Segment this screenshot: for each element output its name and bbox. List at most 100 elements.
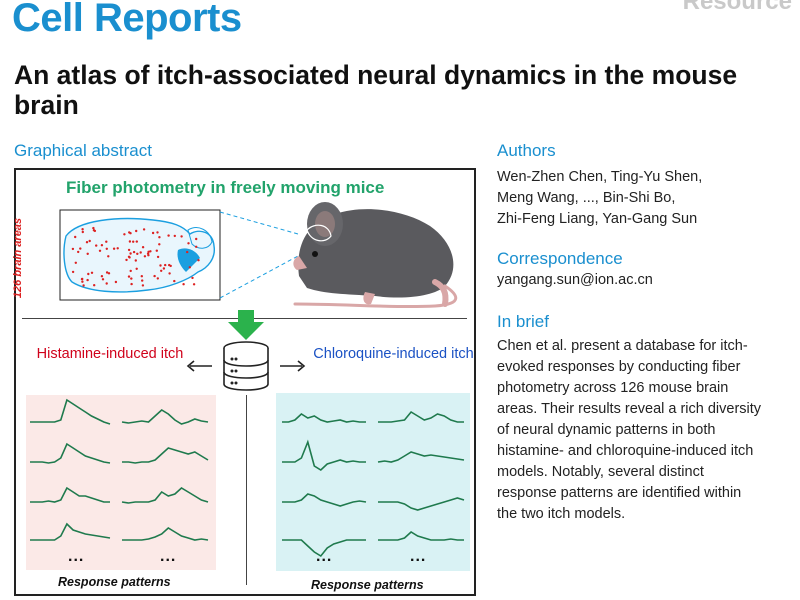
histamine-caption: Response patterns bbox=[58, 575, 171, 589]
recording-site-dot bbox=[127, 248, 131, 252]
recording-site-dot bbox=[147, 254, 150, 257]
recording-site-dot bbox=[100, 275, 104, 278]
recording-site-dot bbox=[107, 255, 110, 258]
authors-list: Wen-Zhen Chen, Ting-Yu Shen, Meng Wang, … bbox=[497, 167, 702, 230]
recording-site-dot bbox=[162, 267, 166, 270]
recording-site-dot bbox=[195, 245, 198, 248]
article-type-label: Resource bbox=[682, 0, 792, 15]
recording-site-dot bbox=[87, 272, 90, 276]
mouse-nose bbox=[293, 256, 307, 270]
recording-site-dot bbox=[81, 280, 84, 283]
recording-site-dot bbox=[158, 236, 161, 239]
recording-site-dot bbox=[132, 240, 135, 243]
in-brief-line: evoked responses by conducting fiber bbox=[497, 359, 741, 375]
mouse-paw bbox=[363, 292, 375, 305]
database-icon bbox=[223, 341, 269, 391]
recording-site-dot bbox=[100, 244, 104, 247]
recording-site-dot bbox=[101, 278, 105, 281]
in-brief-line: the two itch models. bbox=[497, 506, 626, 522]
recording-site-dot bbox=[142, 228, 146, 231]
recording-site-dot bbox=[92, 226, 95, 230]
recording-site-dot bbox=[81, 230, 84, 234]
article-title: An atlas of itch-associated neural dynam… bbox=[14, 60, 738, 120]
journal-name: Cell Reports bbox=[12, 0, 242, 40]
recording-site-dot bbox=[156, 231, 159, 234]
mouse-tail bbox=[293, 284, 458, 309]
brain-outline bbox=[63, 217, 215, 293]
recording-site-dot bbox=[130, 282, 133, 286]
mouse-illustration bbox=[293, 202, 458, 309]
recording-sites bbox=[71, 226, 200, 287]
recording-site-dot bbox=[141, 279, 144, 282]
more-patterns-ellipsis: ... bbox=[68, 548, 85, 565]
recording-site-dot bbox=[129, 252, 132, 255]
recording-site-dot bbox=[71, 270, 75, 274]
recording-site-dot bbox=[129, 269, 132, 273]
recording-site-dot bbox=[188, 266, 191, 269]
recording-site-dot bbox=[71, 247, 75, 251]
in-brief-line: models. Notably, several distinct bbox=[497, 464, 704, 480]
recording-site-dot bbox=[82, 284, 85, 287]
mouse-leg bbox=[432, 279, 449, 307]
authors-line: Wen-Zhen Chen, Ting-Yu Shen, bbox=[497, 169, 703, 185]
recording-site-dot bbox=[191, 276, 194, 280]
more-patterns-ellipsis: ... bbox=[316, 548, 333, 565]
in-brief-text: Chen et al. present a database for itch-… bbox=[497, 336, 761, 525]
recording-site-dot bbox=[92, 229, 96, 232]
chloroquine-label: Chloroquine-induced itch bbox=[313, 346, 474, 362]
recording-site-dot bbox=[135, 240, 138, 243]
recording-site-dot bbox=[90, 271, 94, 274]
recording-site-dot bbox=[80, 277, 84, 281]
flow-arrow-icon bbox=[228, 310, 264, 340]
panel-divider bbox=[246, 395, 247, 585]
recording-site-dot bbox=[85, 241, 89, 244]
recording-site-dot bbox=[173, 279, 176, 283]
recording-site-dot bbox=[195, 237, 198, 241]
recording-site-dot bbox=[156, 277, 159, 280]
recording-site-dot bbox=[88, 239, 91, 243]
recording-site-dot bbox=[147, 250, 150, 253]
recording-site-dot bbox=[143, 255, 147, 258]
in-brief-line: response patterns are identified within bbox=[497, 485, 742, 501]
brain-areas-label: 126 brain areas bbox=[12, 217, 25, 299]
in-brief-line: histamine- and chloroquine-induced itch bbox=[497, 443, 754, 459]
recording-site-dot bbox=[135, 229, 138, 233]
recording-site-dot bbox=[168, 263, 171, 267]
recording-site-dot bbox=[168, 272, 171, 275]
in-brief-line: Chen et al. present a database for itch- bbox=[497, 338, 748, 354]
recording-site-dot bbox=[86, 252, 89, 255]
recording-site-dot bbox=[95, 244, 98, 247]
more-patterns-ellipsis: ... bbox=[160, 548, 177, 565]
in-brief-heading: In brief bbox=[497, 312, 549, 331]
recording-site-dot bbox=[105, 240, 108, 243]
chloroquine-caption: Response patterns bbox=[311, 578, 424, 592]
recording-site-dot bbox=[127, 255, 131, 258]
mouse-ear-inner bbox=[315, 211, 335, 237]
graphical-abstract-heading: Graphical abstract bbox=[14, 141, 152, 160]
recording-site-dot bbox=[81, 228, 84, 231]
recording-site-dot bbox=[156, 255, 160, 259]
recording-site-dot bbox=[135, 267, 138, 270]
in-brief-line: of neural dynamic patterns in both bbox=[497, 422, 716, 438]
fiber-photometry-title: Fiber photometry in freely moving mice bbox=[66, 178, 385, 197]
recording-site-dot bbox=[153, 274, 156, 278]
recording-site-dot bbox=[149, 250, 152, 253]
recording-site-dot bbox=[158, 243, 161, 246]
recording-site-dot bbox=[74, 261, 77, 264]
recording-site-dot bbox=[197, 259, 200, 262]
recording-site-dot bbox=[167, 234, 170, 237]
recording-site-dot bbox=[180, 235, 183, 238]
recording-site-dot bbox=[105, 247, 108, 250]
recording-site-dot bbox=[77, 250, 80, 254]
recording-site-dot bbox=[134, 259, 137, 262]
recording-site-dot bbox=[187, 242, 190, 245]
recording-site-dot bbox=[105, 282, 108, 285]
recording-site-dot bbox=[116, 247, 119, 250]
recording-site-dot bbox=[151, 231, 155, 235]
recording-site-dot bbox=[112, 247, 116, 250]
correspondence-heading: Correspondence bbox=[497, 249, 623, 268]
recording-site-dot bbox=[130, 277, 133, 280]
correspondence-email[interactable]: yangang.sun@ion.ac.cn bbox=[497, 272, 653, 288]
recording-site-dot bbox=[128, 231, 131, 234]
histamine-traces-panel bbox=[26, 395, 216, 570]
